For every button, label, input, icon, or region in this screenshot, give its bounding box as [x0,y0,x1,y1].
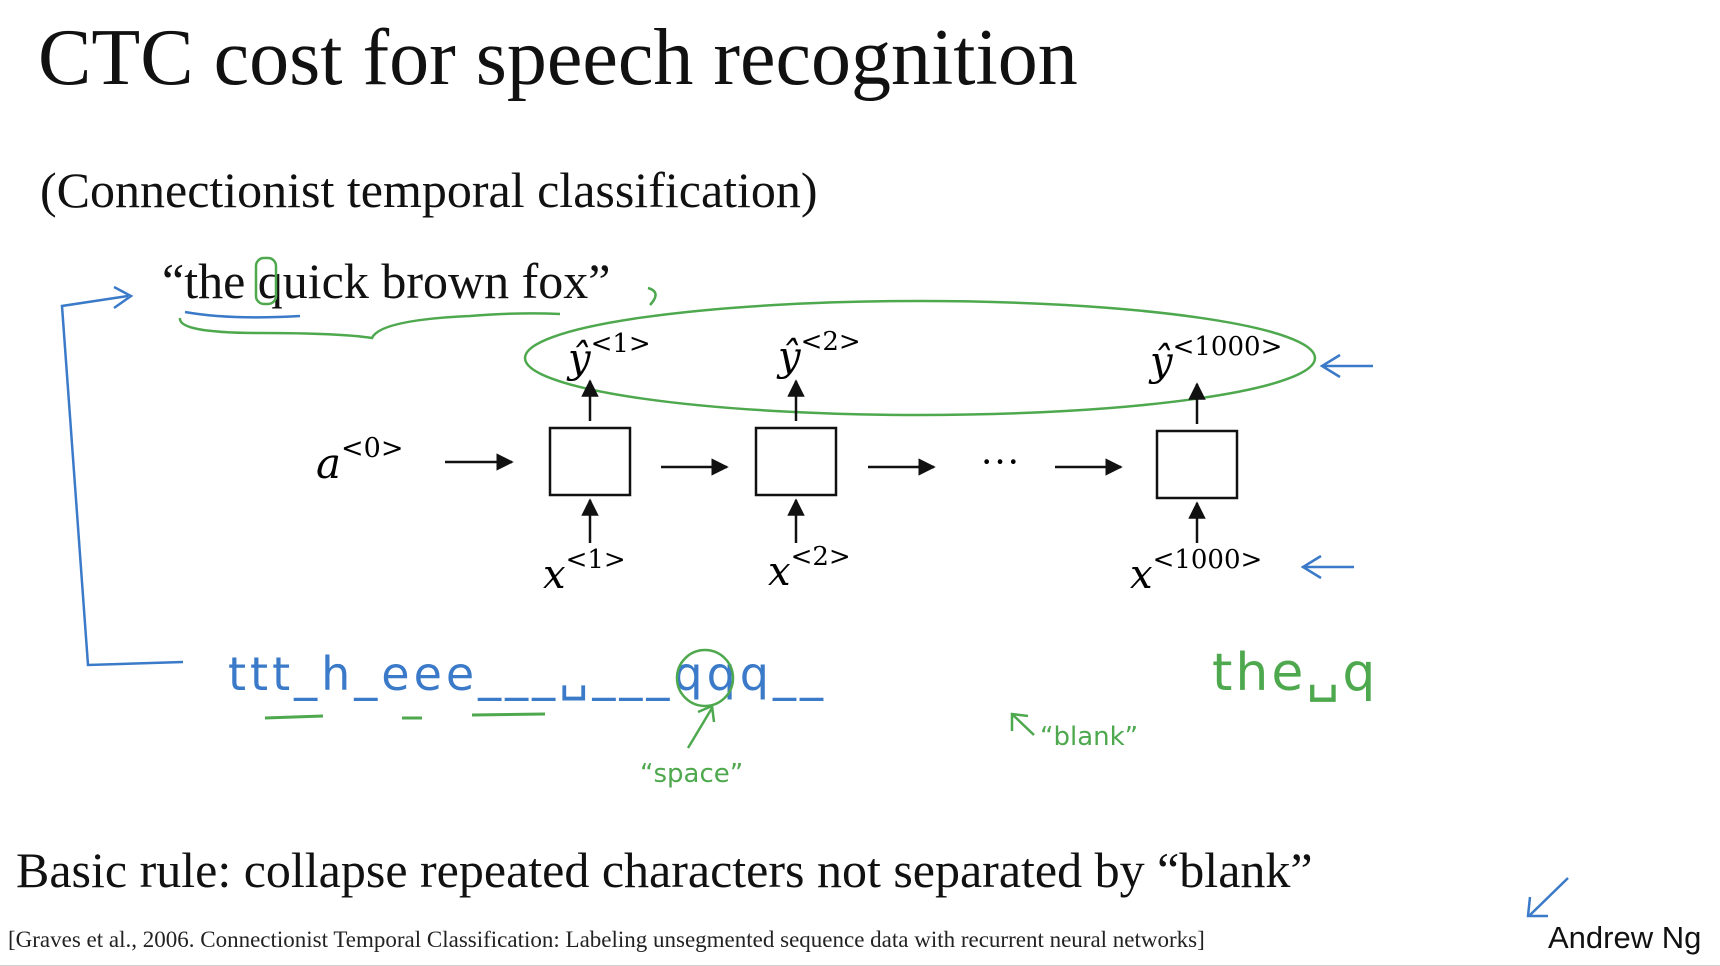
quote-bracket [178,312,561,340]
repeat-underline-e [471,712,546,717]
author-name: Andrew Ng [1548,920,1702,955]
citation: [Graves et al., 2006. Connectionist Temp… [8,927,1205,952]
ellipsis: ··· [980,439,1020,484]
initial-activation-label: a<0> [316,433,403,488]
inputs-pointer-arrow [1300,554,1354,580]
space-highlight-box [254,256,278,306]
output-label-2: ŷ<2> [776,327,861,380]
outputs-ellipse [523,299,1317,417]
slide-title: CTC cost for speech recognition [38,14,1078,102]
space-circle [675,648,735,708]
collapsed-result: the␣q [1212,643,1378,703]
blank-pointer-arrow [1010,712,1035,736]
rnn-cell-2 [754,426,838,497]
output-label-1: ŷ<1> [566,329,651,382]
input-label-1: x<1> [543,545,626,598]
rnn-cell-1 [548,426,632,497]
quote-end-mark [647,286,657,306]
the-underline [184,310,301,319]
blank-label: “blank” [1040,722,1138,752]
input-label-2: x<2> [768,542,851,595]
space-pointer-arrow [686,704,716,749]
repeat-underline-t [264,714,324,720]
output-sequence: ttt_h_eee___␣___qqq__ [228,647,827,701]
slide-subtitle: (Connectionist temporal classification) [40,162,818,218]
rule-pointer-arrow [1526,877,1569,918]
transcript-quote: “the quick brown fox” [162,253,611,309]
basic-rule-text: Basic rule: collapse repeated characters… [16,842,1313,898]
outputs-pointer-arrow [1319,353,1373,379]
output-label-1000: ŷ<1000> [1148,332,1282,385]
input-label-1000: x<1000> [1130,545,1262,598]
rnn-cell-1000 [1155,429,1239,500]
left-bracket [60,294,184,667]
left-bracket-arrowhead [113,285,134,310]
space-label: “space” [640,759,743,789]
